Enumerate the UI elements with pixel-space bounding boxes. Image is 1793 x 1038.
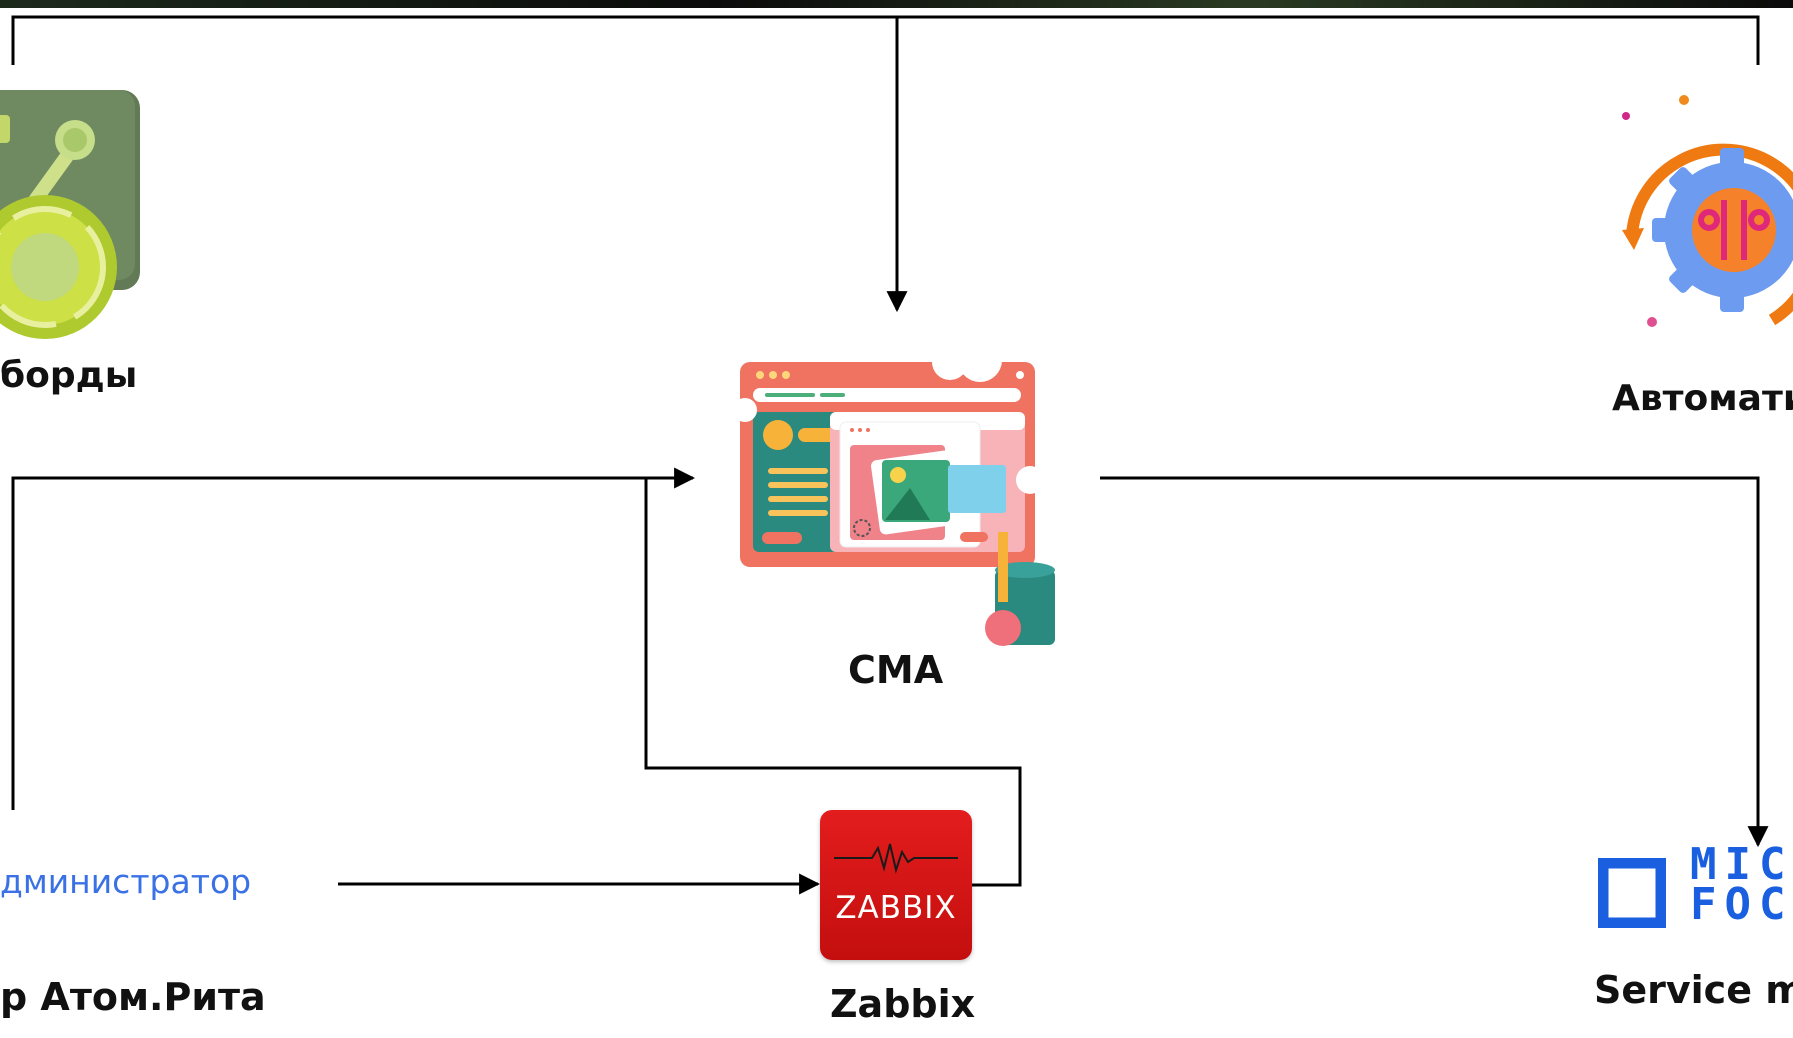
zabbix-logo: ZABBIX [820,810,972,960]
dashboards-label: борды [0,355,138,396]
dashboard-icon [0,90,140,339]
cma-label: CMA [848,648,944,692]
microfocus-logo-line-1: MIC [1690,845,1793,890]
arrow-cma-to-service [1100,476,1769,848]
top-banner-strip [0,0,1793,8]
admin-label: р Атом.Рита [0,975,266,1019]
zabbix-logo-text: ZABBIX [835,890,957,926]
heartbeat-icon [834,843,958,874]
microfocus-logo-text: MIC FOC [1690,845,1793,925]
arrow-left-to-cma [11,467,696,810]
automation-gear-icon [1622,95,1793,327]
microfocus-square-icon [1598,858,1666,928]
cma-illustration-icon [733,338,1055,646]
zabbix-label: Zabbix [830,982,976,1026]
top-bus-line [11,15,1760,65]
automation-label: Автомати [1612,378,1793,419]
zabbix-to-cma-line [644,478,1022,887]
service-label: Service ma [1594,968,1793,1012]
microfocus-logo-line-2: FOC [1690,879,1793,926]
admin-logo-text: дминистратор [0,862,252,901]
